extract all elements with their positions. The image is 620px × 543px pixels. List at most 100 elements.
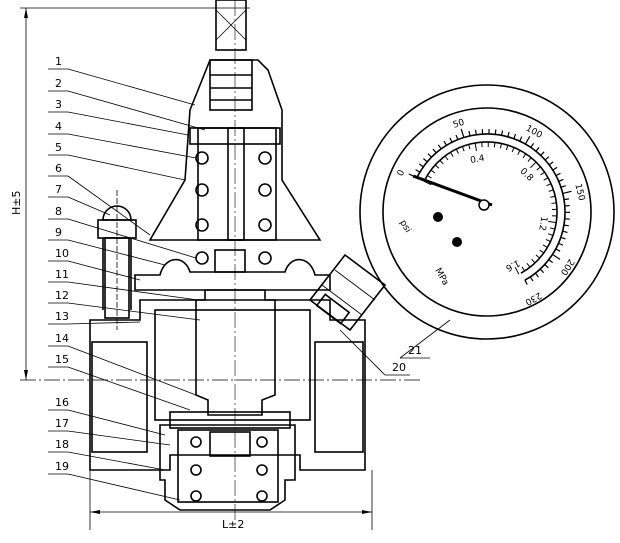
part-number-19: 19 — [55, 460, 69, 473]
psi-tick — [535, 146, 540, 152]
mpa-tick — [434, 164, 440, 169]
callout-3: 3 — [48, 98, 189, 136]
mpa-tick — [540, 171, 545, 176]
psi-tick — [443, 140, 448, 146]
gauge-unit-mpa: MPa — [432, 267, 450, 288]
psi-tick — [432, 148, 437, 154]
callout-10: 10 — [48, 247, 141, 281]
psi-tick — [534, 272, 539, 278]
adjusting-stem — [209, 0, 253, 111]
psi-tick — [494, 129, 497, 135]
callout-4: 4 — [48, 120, 197, 159]
mpa-tick — [548, 233, 554, 236]
needle-pivot — [478, 199, 490, 211]
gauge-unit-psi: psi — [397, 219, 412, 235]
psi-label: 150 — [572, 183, 586, 202]
psi-tick — [460, 128, 465, 138]
psi-tick — [560, 185, 566, 188]
psi-tick — [563, 198, 570, 201]
length-dimension: L±2 — [89, 470, 373, 531]
part-number-7: 7 — [55, 183, 62, 196]
mpa-tick — [531, 258, 536, 264]
mpa-tick — [427, 175, 432, 179]
psi-tick — [544, 264, 549, 269]
part-number-21: 21 — [408, 344, 422, 357]
part-number-16: 16 — [55, 396, 69, 409]
psi-label: 100 — [524, 124, 544, 141]
mpa-tick — [535, 254, 540, 259]
mpa-tick — [455, 148, 459, 154]
part-number-10: 10 — [55, 247, 69, 260]
part-number-9: 9 — [55, 226, 62, 239]
psi-tick — [449, 137, 453, 143]
height-dimension-label: H±5 — [10, 191, 23, 216]
callout-20: 20 — [339, 329, 410, 376]
mpa-scale-arc — [423, 141, 558, 274]
callout-5: 5 — [48, 141, 186, 181]
psi-scale-arc — [416, 133, 566, 281]
callout-14: 14 — [48, 332, 197, 396]
psi-tick — [562, 230, 568, 234]
psi-label: 50 — [452, 118, 466, 131]
mpa-tick — [543, 177, 549, 181]
mpa-tick — [542, 244, 548, 248]
part-number-3: 3 — [55, 98, 62, 111]
part-number-20: 20 — [392, 361, 406, 374]
gauge-screw — [433, 212, 443, 222]
bolt — [97, 190, 137, 330]
psi-label: 230 — [523, 290, 543, 307]
mpa-tick — [517, 150, 521, 155]
callout-13: 13 — [48, 310, 141, 325]
psi-label: 0 — [396, 168, 408, 178]
psi-tick — [544, 156, 550, 161]
psi-tick — [530, 142, 535, 148]
psi-tick — [418, 163, 424, 168]
psi-tick — [524, 135, 531, 145]
psi-tick — [524, 279, 528, 285]
callout-6: 6 — [48, 162, 151, 236]
spring — [195, 151, 272, 265]
callout-8: 8 — [48, 205, 197, 259]
mpa-tick — [521, 266, 526, 272]
mpa-tick — [522, 153, 527, 159]
mpa-tick — [548, 220, 557, 224]
psi-tick — [555, 172, 561, 177]
bottom-cap — [159, 411, 296, 511]
callout-7: 7 — [48, 183, 111, 216]
callout-17: 17 — [48, 417, 171, 446]
psi-tick — [474, 129, 477, 135]
mpa-tick — [539, 249, 545, 254]
callout-18: 18 — [48, 438, 166, 471]
psi-tick — [501, 130, 504, 136]
psi-tick — [555, 248, 561, 252]
nut — [214, 249, 246, 273]
part-number-4: 4 — [55, 120, 62, 133]
psi-tick — [468, 130, 471, 137]
length-dimension-label: L±2 — [222, 518, 244, 531]
psi-tick — [540, 151, 545, 156]
part-number-1: 1 — [55, 55, 62, 68]
callout-16: 16 — [48, 396, 166, 436]
mpa-tick — [545, 238, 551, 242]
psi-tick — [455, 134, 459, 140]
mpa-tick — [549, 227, 556, 230]
psi-tick — [552, 166, 558, 171]
mpa-tick — [536, 166, 541, 171]
gauge-needle — [412, 174, 493, 207]
psi-tick — [519, 136, 523, 142]
mpa-tick — [530, 161, 537, 169]
callout-19: 19 — [48, 460, 181, 501]
bonnet — [148, 59, 322, 241]
callout-11: 11 — [48, 268, 199, 301]
psi-tick — [513, 133, 517, 139]
part-number-15: 15 — [55, 353, 69, 366]
part-number-17: 17 — [55, 417, 69, 430]
psi-tick — [562, 190, 572, 195]
psi-tick — [529, 276, 534, 282]
psi-tick — [437, 144, 442, 150]
mpa-tick — [468, 144, 471, 150]
part-number-6: 6 — [55, 162, 62, 175]
gauge-screw — [452, 237, 462, 247]
mpa-label: 0.4 — [470, 154, 486, 166]
